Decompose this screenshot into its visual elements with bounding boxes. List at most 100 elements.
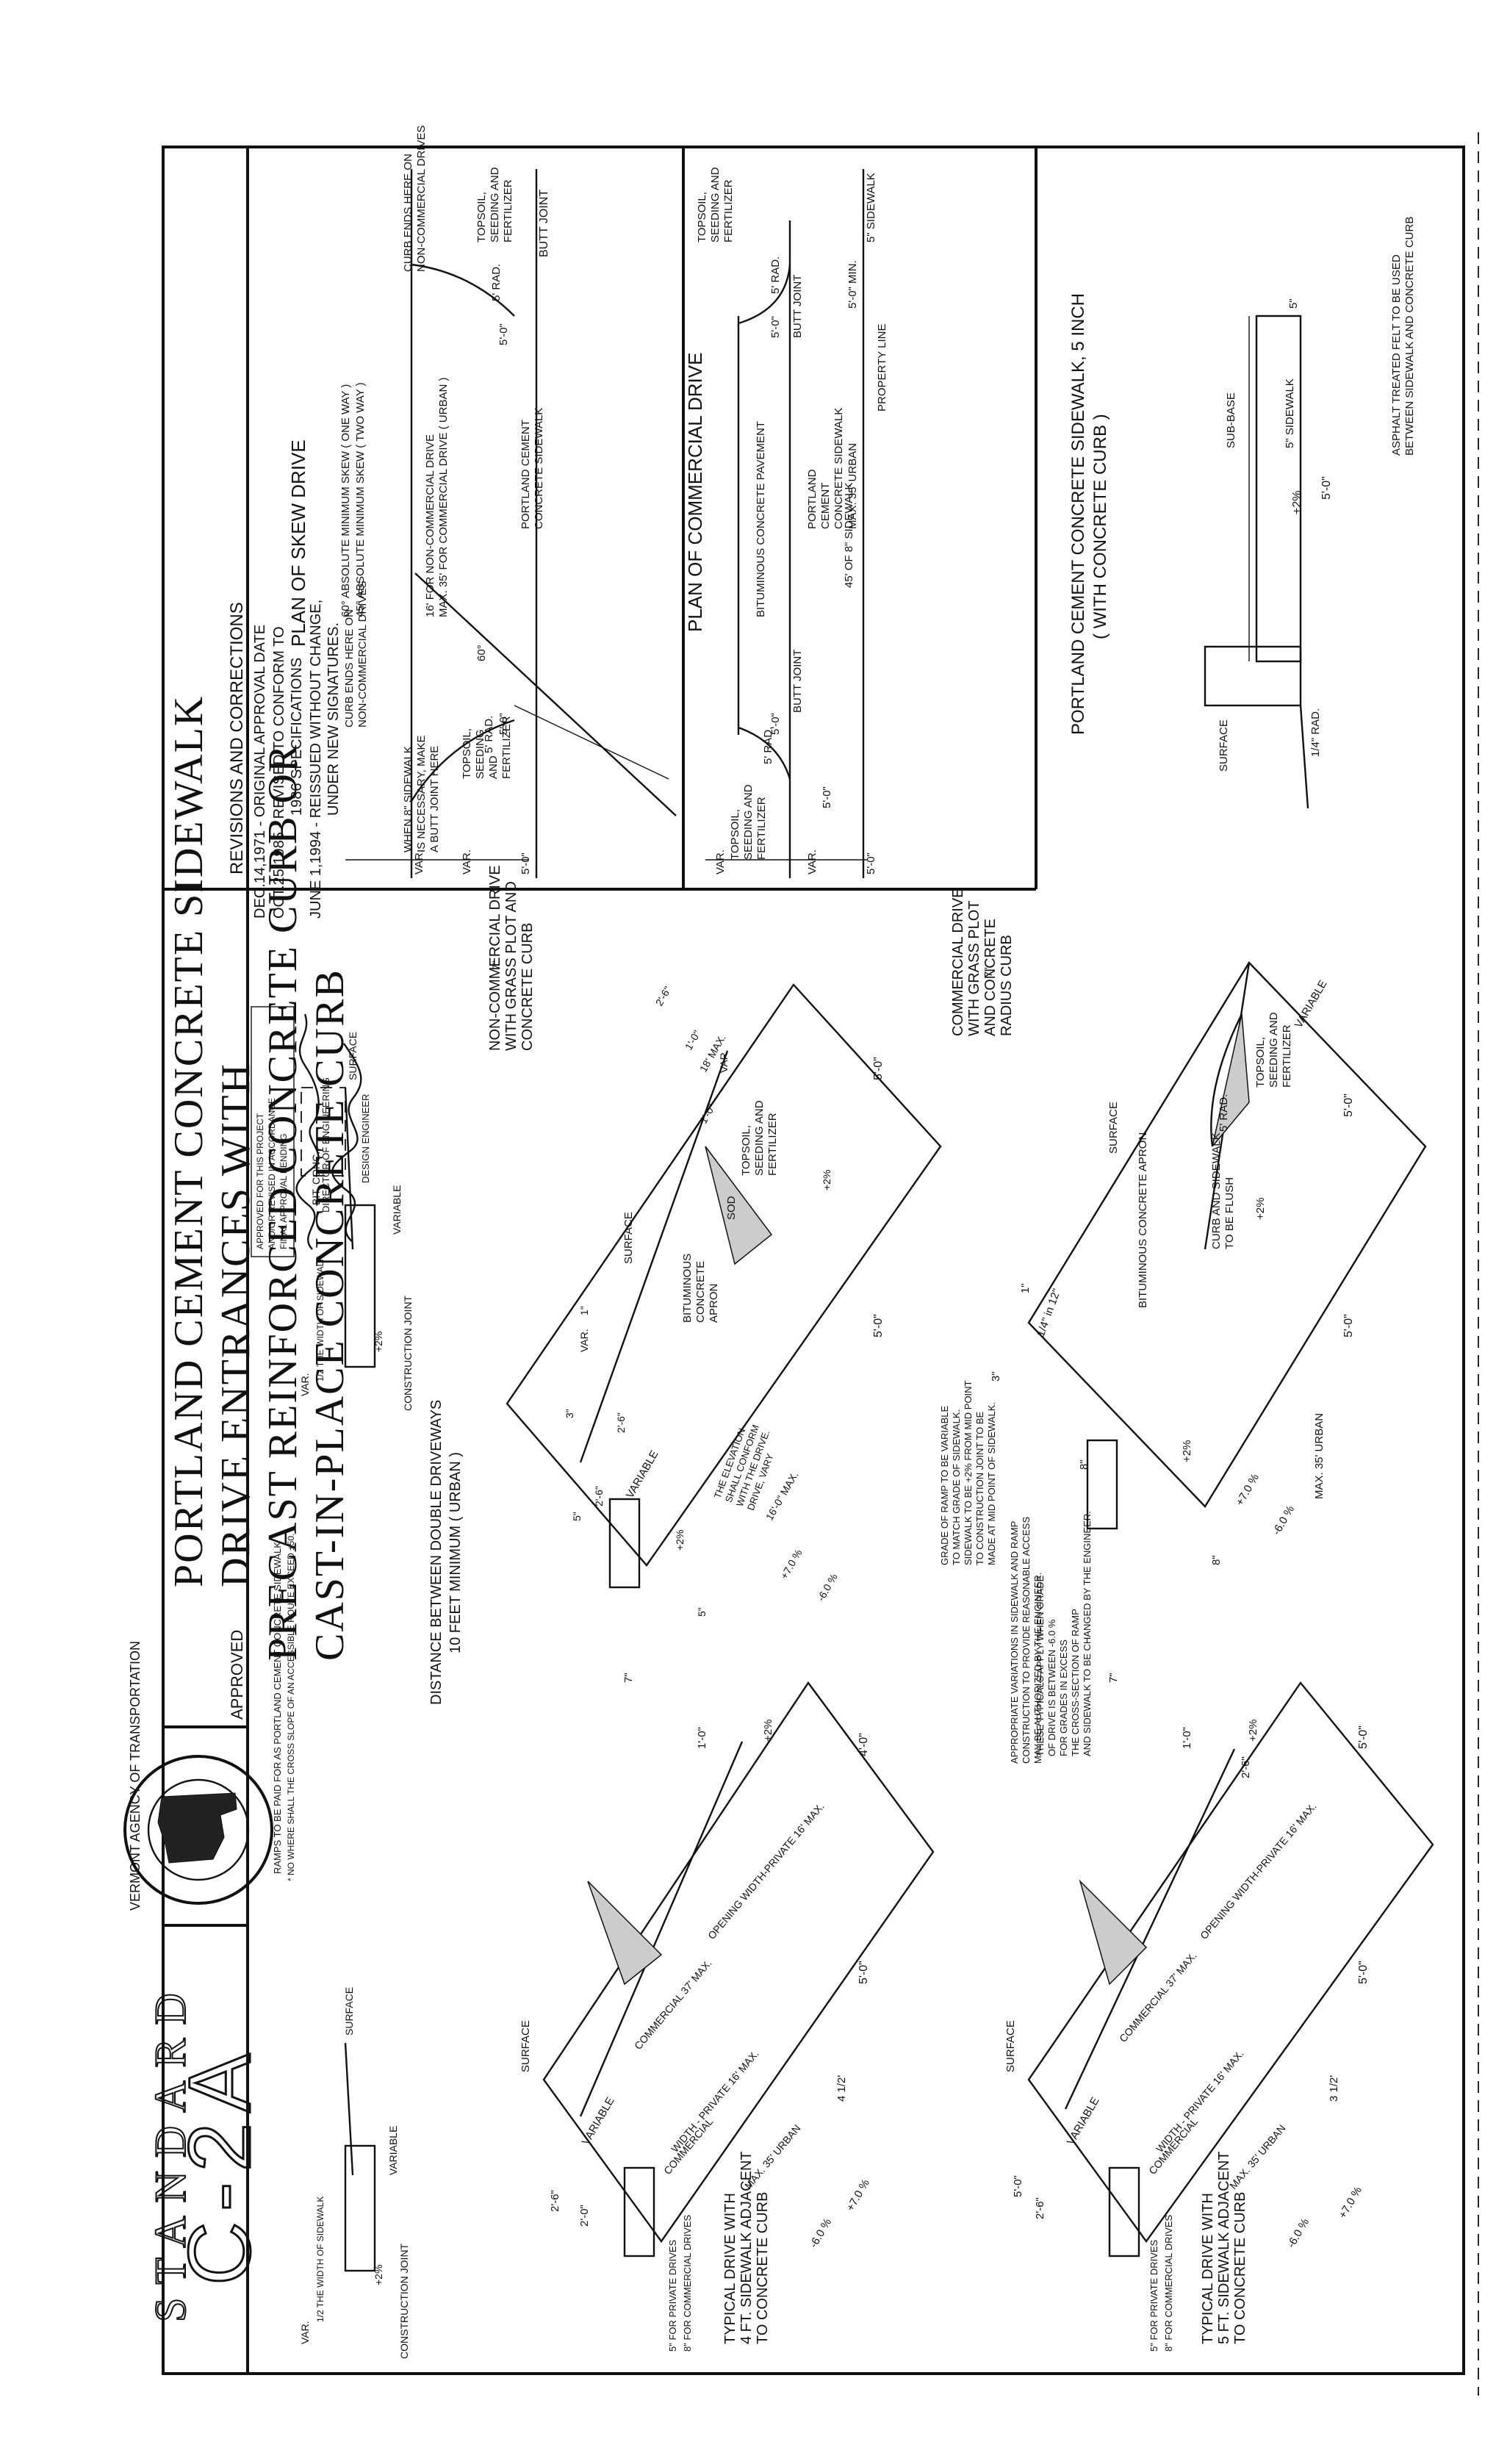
sheet-border — [162, 146, 1465, 2375]
typ4-width: WIDTH - PRIVATE 16' MAX. — [669, 2048, 761, 2155]
comm-butt-joint-1: BUTT JOINT — [791, 275, 804, 338]
commercial-title: PLAN OF COMMERCIAL DRIVE — [684, 353, 706, 632]
comm-dim-3: 5'-0" — [821, 786, 833, 808]
title-line-3: PRECAST REINFORCED CONCRETE CURB OR — [260, 744, 306, 1661]
comm-dim-4: 5'-0" — [865, 852, 877, 874]
cr-grade-note: GRADE OF RAMP TO BE VARIABLETO MATCH GRA… — [939, 1380, 997, 1565]
nc-dim-7: 7" — [490, 960, 502, 970]
section-five: 5" — [1287, 298, 1300, 309]
section-title-1: PORTLAND CEMENT CONCRETE SIDEWALK, 5 INC… — [1068, 293, 1088, 735]
persp-noncommercial: NON-COMMERCIAL DRIVEWITH GRASS PLOT ANDC… — [487, 865, 942, 1617]
skew-dim-3: 5'-0" — [519, 852, 532, 874]
nc-topsoil: TOPSOIL,SEEDING ANDFERTILIZER — [740, 1100, 779, 1176]
persp-typical-5ft: TYPICAL DRIVE WITH5 FT. SIDEWALK ADJACEN… — [1004, 1673, 1434, 2352]
comm-var-2: VAR. — [714, 850, 727, 874]
typ4-commercial: COMMERCIAL 37' MAX. — [632, 1957, 714, 2052]
revision-line-4: JUNE 1,1994 - REISSUED WITHOUT CHANGE, — [308, 600, 324, 919]
approval-stamp-1: APPROVED FOR THIS PROJECT — [255, 1113, 265, 1249]
typ4-dim-half: 4 1/2' — [835, 2075, 848, 2102]
typ4-slope-pos: +7.0 % — [844, 2177, 872, 2213]
comm-var-1: VAR. — [806, 850, 819, 874]
persp-typical-4ft: TYPICAL DRIVE WITH4 FT. SIDEWALK ADJACEN… — [519, 1673, 935, 2352]
comm-rad-2: 5' RAD. — [762, 727, 774, 764]
skew-curb-ends-1: CURB ENDS HERE ONNON-COMMERCIAL DRIVES — [402, 126, 428, 272]
revision-line-3: 1986 SPECIFICATIONS — [289, 658, 305, 816]
typ5-slope-neg: -6.0 % — [1285, 2216, 1312, 2250]
section-title-2: ( WITH CONCRETE CURB ) — [1090, 414, 1110, 639]
typ5-dim-5b: 5'-0" — [1357, 1961, 1370, 1984]
nc-sod: SOD — [725, 1196, 738, 1220]
note-cross-slope: * NO WHERE SHALL THE CROSS SLOPE OF AN A… — [286, 1534, 296, 1881]
approval-stamp-3: FINAL APPROVAL PENDING — [278, 1133, 289, 1249]
comm-sidewalk-8: 45' OF 8" SIDEWALK — [843, 482, 855, 588]
comm-sidewalk-5: 5" SIDEWALK — [865, 173, 877, 243]
revision-line-5: UNDER NEW SIGNATURES. — [326, 622, 342, 816]
typ4-slope-2: +2% — [762, 1720, 774, 1742]
cr-apron: BITUMINOUS CONCRETE APRON — [1137, 1132, 1149, 1308]
typ4-dim-20: 2'-0" — [578, 2205, 591, 2227]
skew-var-1: VAR. — [461, 850, 473, 874]
small-section-left: SURFACE BIT. CONC. VARIABLE CONSTRUCTION… — [299, 1032, 414, 1411]
typ5-slope-2: +2% — [1247, 1720, 1259, 1742]
note-variations: APPROPRIATE VARIATIONS IN SIDEWALK AND R… — [1009, 1517, 1043, 1764]
typ5-opening: OPENING WIDTH-PRIVATE 16' MAX. — [1198, 1800, 1319, 1942]
comm-dim-1: 5'-0" — [769, 316, 782, 338]
nc-slope-2: +2% — [821, 1170, 832, 1190]
comm-topsoil-2: TOPSOIL,SEEDING ANDFERTILIZER — [729, 784, 768, 860]
cr-dim-7: 7" — [982, 967, 995, 977]
skew-var-2: VAR. — [413, 850, 425, 874]
ssr-joint: CONSTRUCTION JOINT — [398, 2243, 410, 2359]
comm-max-35: MAX. 35' URBAN — [846, 443, 859, 529]
approval-stamp-box — [251, 1006, 295, 1257]
section-sidewalk-5in: PORTLAND CEMENT CONCRETE SIDEWALK, 5 INC… — [1068, 217, 1416, 809]
typ5-dim-26b: 2'-6" — [1240, 1756, 1252, 1778]
skew-butt-note: WHEN 8" SIDEWALKIS NECESSARY, MAKEA BUTT… — [402, 735, 441, 852]
skew-curb-ends-2: CURB ENDS HERE ONNON-COMMERCIAL DRIVES — [343, 581, 369, 728]
typ5-dim-half: 3 1/2' — [1328, 2075, 1340, 2102]
typ5-dim-10: 1'-0" — [1181, 1727, 1193, 1749]
nc-max-16: 16'-0" MAX. — [763, 1470, 801, 1523]
skew-note-2: 45° ABSOLUTE MINIMUM SKEW ( TWO WAY ) — [354, 382, 367, 617]
section-felt-note: ASPHALT TREATED FELT TO BE USEDBETWEEN S… — [1390, 217, 1416, 456]
skew-topsoil-1: TOPSOIL,SEEDING ANDFERTILIZER — [475, 167, 514, 243]
nc-variable: VARIABLE — [624, 1448, 661, 1501]
cr-rad: 5' RAD. — [1218, 1094, 1230, 1132]
main-title: PORTLAND CEMENT CONCRETE SIDEWALK DRIVE … — [166, 695, 353, 1661]
ssl-surface: SURFACE — [347, 1032, 359, 1080]
comm-bit-pavement: BITUMINOUS CONCRETE PAVEMENT — [755, 421, 767, 617]
ssr-variable: VARIABLE — [387, 2126, 399, 2175]
skew-butt-joint: BUTT JOINT — [538, 190, 550, 257]
nc-slope-pos: +7.0 % — [778, 1547, 805, 1581]
nc-dim-26b: 2'-6" — [615, 1412, 627, 1433]
ssr-half: 1/2 THE WIDTH OF SIDEWALK — [315, 2197, 326, 2322]
ssl-half: 1/2 THE WIDTH OF SIDEWALK — [315, 1256, 326, 1382]
section-width: 5'-0" — [1320, 476, 1333, 500]
ssr-surface: SURFACE — [343, 1987, 355, 2036]
skew-dim-1: 5'-0" — [497, 323, 510, 345]
nc-apron: BITUMINOUSCONCRETEAPRON — [681, 1254, 720, 1323]
skew-dim-2: 5'-0" — [497, 713, 510, 735]
cr-slope-14: 1/4" in 12" — [1035, 1287, 1063, 1338]
sig-title-2: DESIGN ENGINEER — [360, 1094, 371, 1183]
typ4-dim-7: 7" — [622, 1673, 635, 1683]
ssl-bit: BIT. CONC. — [310, 1152, 322, 1205]
revisions-block: REVISIONS AND CORRECTIONS DEC.14,1971 - … — [227, 600, 342, 919]
skew-width-note: 16' FOR NON-COMMERCIAL DRIVEMAX. 35' FOR… — [424, 377, 450, 617]
nc-dim-1: 1" — [578, 1306, 590, 1315]
cr-dim-5a: 5'-0" — [1342, 1093, 1355, 1117]
cr-slope-2b: +2% — [1181, 1440, 1193, 1462]
seal-text: VERMONT AGENCY OF TRANSPORTATION — [128, 1641, 143, 1911]
typ4-dim-10: 1'-0" — [696, 1727, 708, 1749]
skew-angle: 60° — [475, 644, 488, 661]
approved-label: APPROVED — [228, 1630, 246, 1720]
nc-var-1: VAR. — [718, 1049, 730, 1073]
typ4-surface: SURFACE — [519, 2020, 532, 2072]
nc-dim-26: 2'-6" — [653, 984, 674, 1007]
ssr-slope: +2% — [373, 2265, 384, 2285]
sig-title-1: DIRECTOR OF ENGINEERING — [320, 1077, 331, 1213]
standard-block: STANDARD C-2A — [145, 1979, 270, 2323]
nc-dim-5c: 5" — [571, 1512, 583, 1521]
standard-number: C-2A — [170, 2044, 269, 2285]
